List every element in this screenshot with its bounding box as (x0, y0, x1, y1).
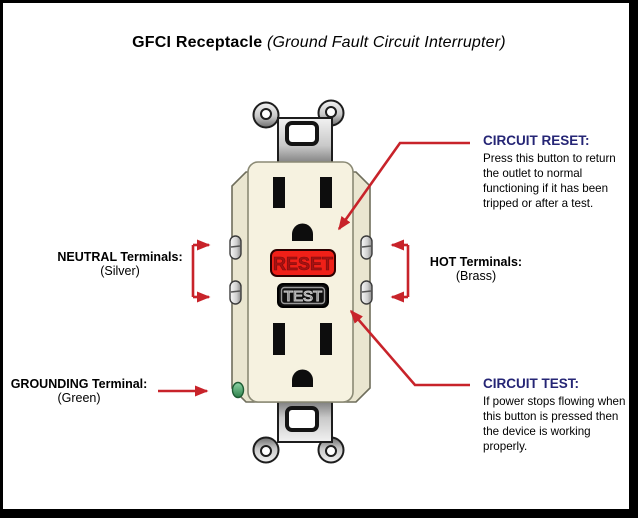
screw-slot (361, 245, 372, 248)
receptacle-face (247, 161, 354, 403)
bottom-right-ear-hole (325, 445, 337, 457)
bottom-outlet (273, 323, 332, 387)
bottom-left-ear-hole (260, 445, 272, 457)
test-button: TEST (277, 283, 329, 308)
hot-terminal-screws (360, 235, 373, 305)
grounding-terminal-material: (Green) (57, 391, 101, 405)
grounding-terminal-title: GROUNDING Terminal: (10, 377, 148, 391)
bottom-outlet-ground-hole (292, 369, 313, 387)
neutral-terminal-screw-bottom (229, 280, 242, 305)
hot-terminals-material: (Brass) (455, 269, 497, 283)
circuit-reset-arrow (337, 141, 470, 231)
hot-terminals-bracket (390, 239, 410, 303)
circuit-reset-callout: CIRCUIT RESET: Press this button to retu… (483, 133, 635, 211)
bottom-outlet-hot-slot (320, 323, 332, 355)
hot-terminals-label: HOT Terminals: (Brass) (396, 255, 556, 284)
neutral-terminals-title: NEUTRAL Terminals: (57, 250, 183, 264)
circuit-test-description: If power stops flowing when this button … (483, 395, 626, 453)
screw-slot (361, 290, 372, 293)
top-outlet-hot-slot (320, 177, 332, 208)
circuit-test-title: CIRCUIT TEST: (483, 376, 579, 391)
page-title: GFCI Receptacle (Ground Fault Circuit In… (0, 34, 638, 52)
neutral-terminal-screws (229, 235, 242, 305)
neutral-terminals-material: (Silver) (100, 264, 140, 278)
grounding-terminal-label: GROUNDING Terminal: (Green) (0, 377, 158, 406)
neutral-terminal-screw-top (229, 235, 242, 260)
screw-slot (230, 245, 241, 248)
neutral-terminals-label: NEUTRAL Terminals: (Silver) (40, 250, 200, 279)
bottom-outlet-neutral-slot (273, 323, 285, 355)
circuit-test-arrow (350, 309, 470, 387)
screw-slot (230, 290, 241, 293)
bottom-mounting-bracket (252, 397, 345, 464)
title-subtitle: (Ground Fault Circuit Interrupter) (262, 34, 506, 51)
circuit-reset-description: Press this button to return the outlet t… (483, 152, 616, 210)
top-right-ear-hole (325, 106, 337, 118)
test-button-label: TEST (284, 288, 322, 305)
bottom-bracket-slot (285, 406, 319, 432)
top-outlet-neutral-slot (273, 177, 285, 208)
hot-terminal-screw-top (360, 235, 373, 260)
reset-button: RESET (270, 249, 336, 277)
hot-terminal-screw-bottom (360, 280, 373, 305)
top-left-ear-hole (260, 108, 272, 120)
title-main: GFCI Receptacle (132, 34, 263, 51)
annotation-arrows (158, 141, 470, 397)
neutral-terminals-bracket (191, 239, 211, 303)
circuit-test-callout: CIRCUIT TEST: If power stops flowing whe… (483, 376, 635, 454)
reset-button-label: RESET (273, 254, 333, 274)
grounding-terminal-screw (231, 381, 245, 399)
top-bracket-slot (285, 121, 319, 146)
top-outlet-ground-hole (292, 223, 313, 241)
circuit-reset-title: CIRCUIT RESET: (483, 133, 590, 148)
hot-terminals-title: HOT Terminals: (429, 255, 523, 269)
top-mounting-bracket (252, 99, 345, 169)
top-outlet (273, 177, 332, 241)
